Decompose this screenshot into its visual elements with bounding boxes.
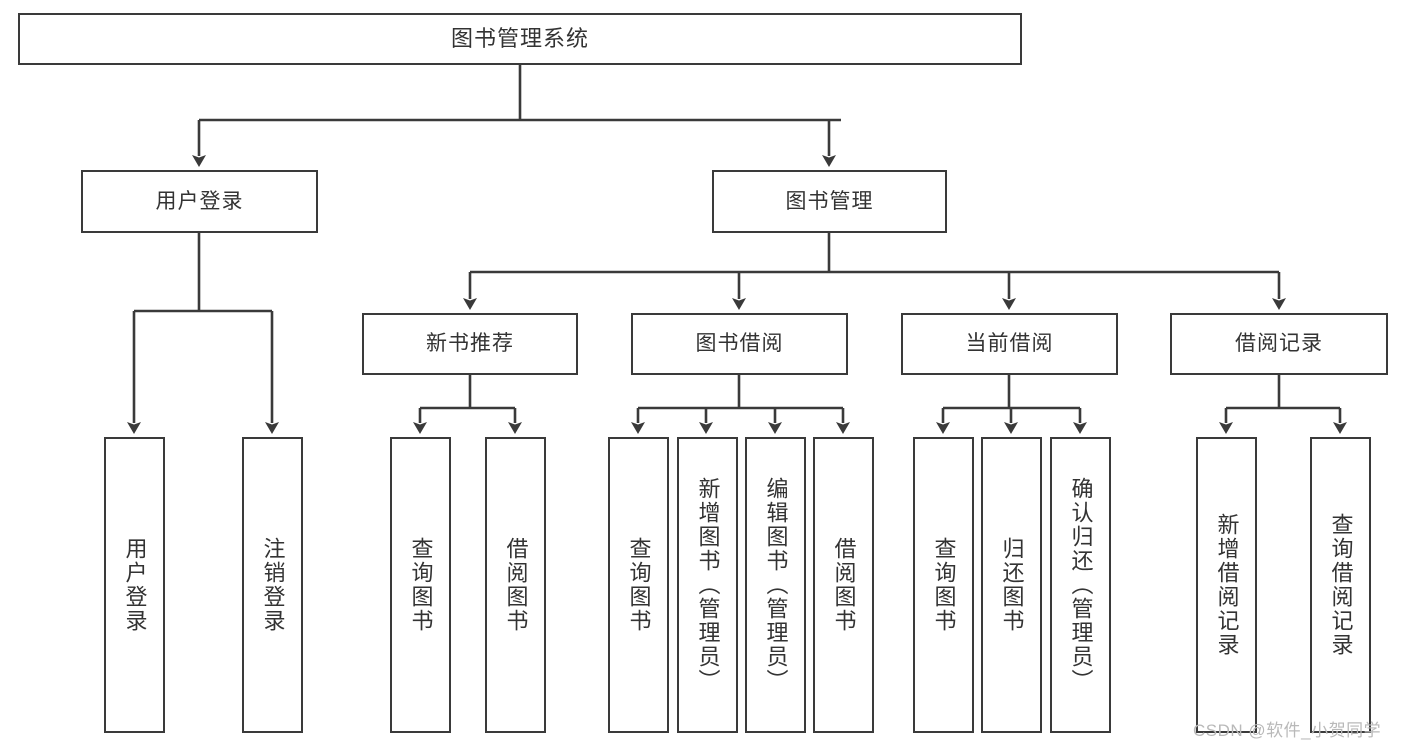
node-label: 借阅记录 [1235,332,1323,356]
node-root-system[interactable]: 图书管理系统 [18,13,1022,65]
node-label: 查询图书 [626,537,652,633]
leaf-user-login[interactable]: 用户登录 [104,437,165,733]
node-label: 新增图书（管理员） [695,477,721,693]
node-book-manage[interactable]: 图书管理 [712,170,947,233]
csdn-watermark: CSDN @软件_小贺同学 [1193,721,1382,740]
node-label: 新书推荐 [426,332,514,356]
leaf-query-book-new-rec[interactable]: 查询图书 [390,437,451,733]
node-label: 查询图书 [408,537,434,633]
leaf-return-book[interactable]: 归还图书 [981,437,1042,733]
leaf-query-borrow-record[interactable]: 查询借阅记录 [1310,437,1371,733]
node-label: 图书管理系统 [450,25,589,51]
node-label: 查询图书 [931,537,957,633]
leaf-logout[interactable]: 注销登录 [242,437,303,733]
leaf-add-book[interactable]: 新增图书（管理员） [677,437,738,733]
node-label: 用户登录 [122,537,148,633]
leaf-edit-book[interactable]: 编辑图书（管理员） [745,437,806,733]
node-label: 查询借阅记录 [1328,513,1354,657]
node-borrow-record[interactable]: 借阅记录 [1170,313,1388,375]
node-current-borrow[interactable]: 当前借阅 [901,313,1118,375]
leaf-query-book-borrow[interactable]: 查询图书 [608,437,669,733]
node-new-book-recommend[interactable]: 新书推荐 [362,313,578,375]
node-label: 图书管理 [785,189,874,213]
node-label: 新增借阅记录 [1214,513,1240,657]
node-label: 借阅图书 [831,537,857,633]
node-book-borrow[interactable]: 图书借阅 [631,313,848,375]
node-label: 用户登录 [155,189,244,213]
node-label: 当前借阅 [965,332,1054,356]
node-user-login[interactable]: 用户登录 [81,170,318,233]
node-label: 归还图书 [999,537,1025,633]
leaf-confirm-return[interactable]: 确认归还（管理员） [1050,437,1111,733]
node-label: 确认归还（管理员） [1068,477,1094,693]
node-label: 图书借阅 [695,332,784,356]
node-label: 借阅图书 [503,537,529,633]
leaf-borrow-book-new-rec[interactable]: 借阅图书 [485,437,546,733]
leaf-borrow-book[interactable]: 借阅图书 [813,437,874,733]
node-label: 编辑图书（管理员） [763,477,789,693]
leaf-query-book-current[interactable]: 查询图书 [913,437,974,733]
leaf-add-borrow-record[interactable]: 新增借阅记录 [1196,437,1257,733]
node-label: 注销登录 [260,537,286,633]
